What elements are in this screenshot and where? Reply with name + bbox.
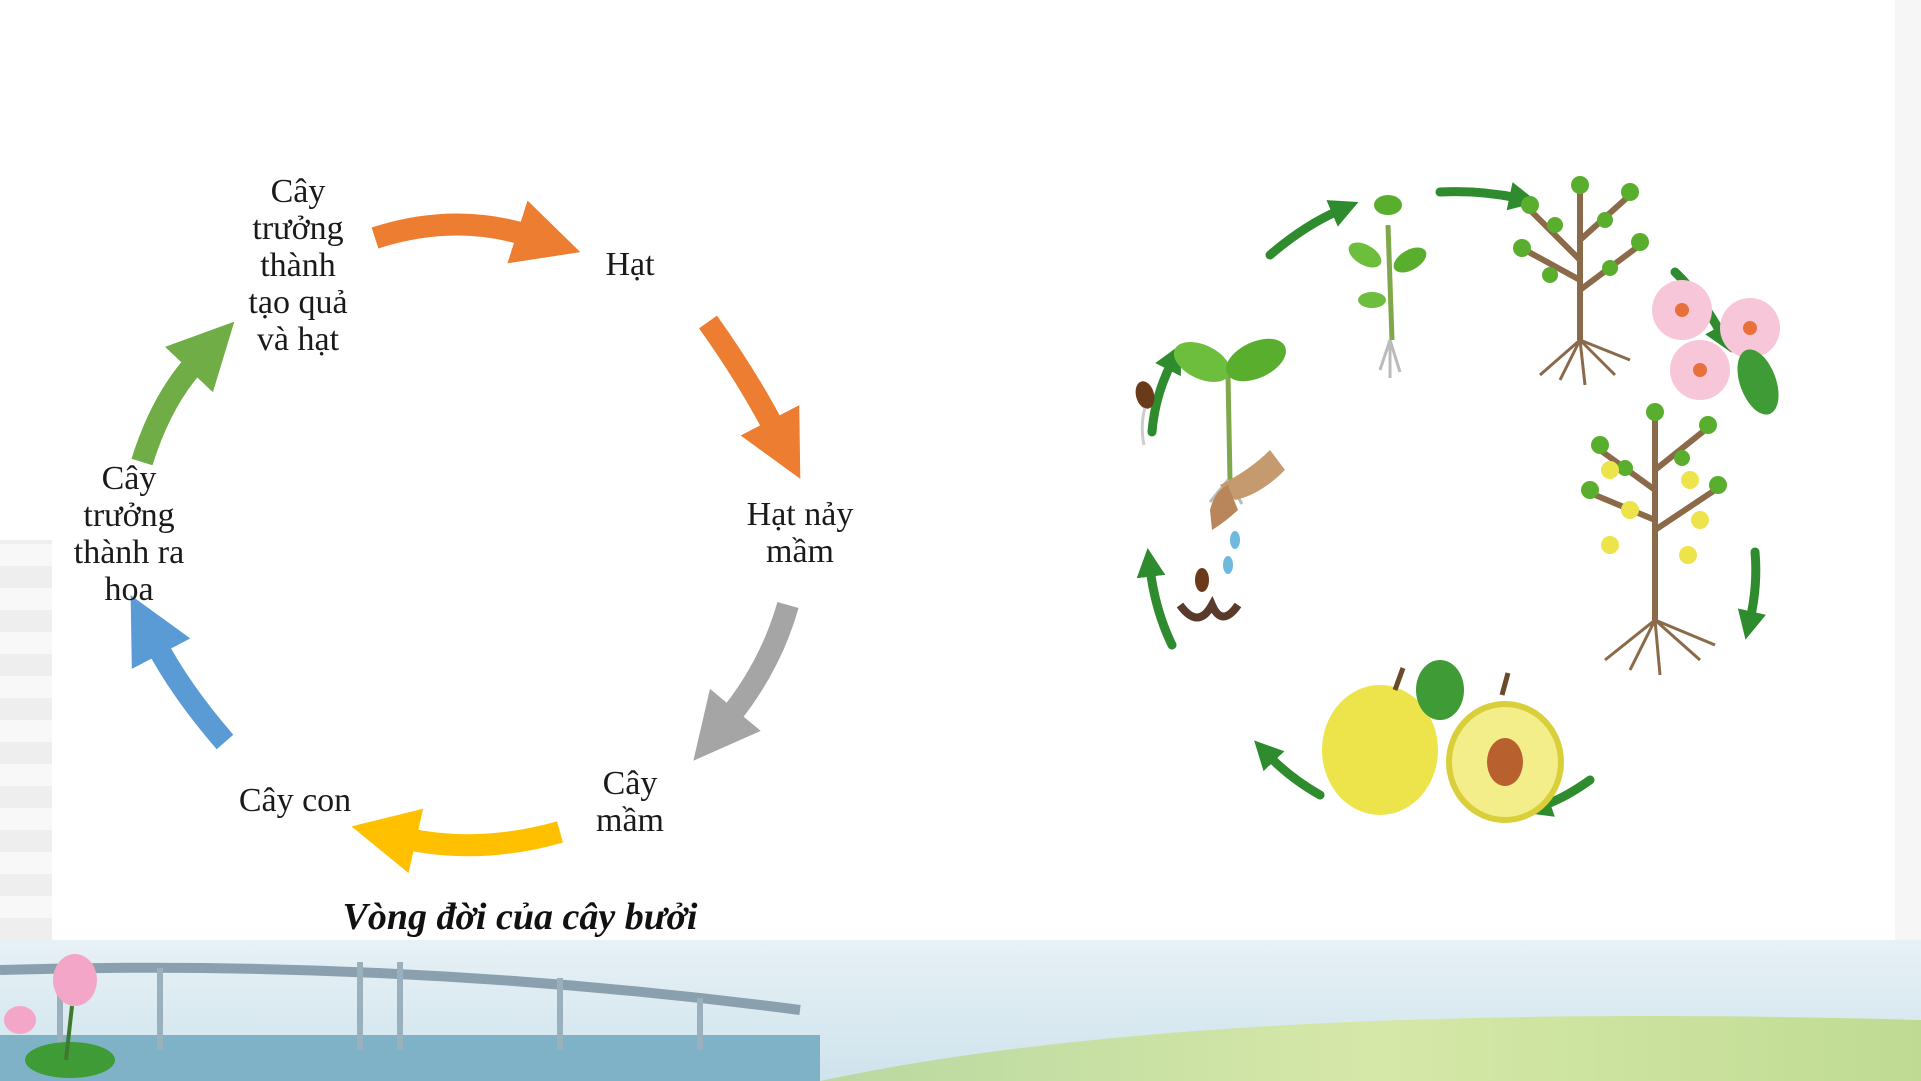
arrow-cay-con-to-ra-hoa bbox=[155, 642, 225, 742]
right-edge-strip bbox=[1895, 0, 1921, 1081]
arrow-hat-to-nay-mam bbox=[708, 322, 776, 432]
arrow-tao-qua-to-hat bbox=[375, 224, 530, 238]
fruiting-tree bbox=[1581, 403, 1727, 675]
pomelo-fruits bbox=[1322, 660, 1561, 820]
bridge-banner bbox=[0, 940, 1921, 1081]
stage-label-hat: Hạt bbox=[560, 246, 700, 283]
arrow-ra-hoa-to-tao-qua bbox=[142, 360, 198, 462]
young-sapling bbox=[1344, 195, 1430, 378]
arrow-nay-mam-to-cay-mam bbox=[727, 605, 788, 720]
pink-blossoms bbox=[1652, 280, 1787, 420]
planting-hand bbox=[1180, 450, 1285, 618]
leafy-tree bbox=[1513, 176, 1649, 385]
illustrated-life-cycle bbox=[1110, 150, 1830, 870]
stage-label-cay-con: Cây con bbox=[210, 782, 380, 819]
arrow-cay-mam-to-cay-con bbox=[403, 832, 560, 845]
cycle-arrows bbox=[0, 0, 900, 900]
diagram-caption: Vòng đời của cây bưởi bbox=[260, 895, 780, 939]
